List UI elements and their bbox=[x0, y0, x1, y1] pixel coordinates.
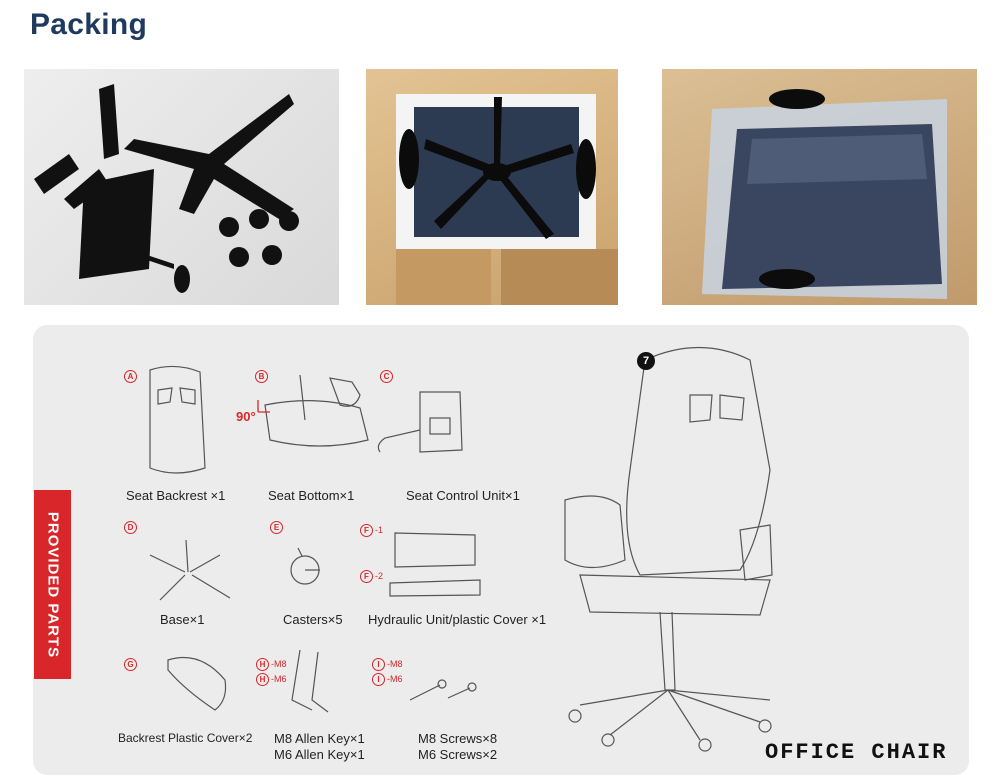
photo-box-base bbox=[366, 69, 618, 305]
step-number-badge: 7 bbox=[637, 352, 655, 370]
photo-loose-parts bbox=[24, 69, 339, 305]
product-label: OFFICE CHAIR bbox=[765, 740, 948, 765]
label-m6-screws: M6 Screws×2 bbox=[418, 747, 498, 762]
label-m8-screws: M8 Screws×8 bbox=[418, 731, 498, 746]
label-hydraulic-unit: Hydraulic Unit/plastic Cover ×1 bbox=[368, 612, 547, 627]
photo-box-backrest bbox=[662, 69, 977, 305]
tag-e: E bbox=[270, 521, 285, 534]
box-backrest-illustration bbox=[702, 89, 947, 299]
tag-a: A bbox=[124, 370, 139, 383]
label-m8-allen-key: M8 Allen Key×1 bbox=[274, 731, 365, 746]
label-base: Base×1 bbox=[160, 612, 205, 627]
label-seat-control-unit: Seat Control Unit×1 bbox=[406, 488, 520, 503]
label-seat-backrest: Seat Backrest ×1 bbox=[126, 488, 226, 503]
label-casters: Casters×5 bbox=[283, 612, 343, 627]
angle-label: 90° bbox=[236, 409, 256, 424]
label-seat-bottom: Seat Bottom×1 bbox=[268, 488, 355, 503]
tag-i-m6: I-M6 bbox=[372, 673, 403, 686]
label-backrest-plastic-cover: Backrest Plastic Cover×2 bbox=[118, 731, 253, 745]
tag-i-m8: I-M8 bbox=[372, 658, 403, 671]
label-m6-allen-key: M6 Allen Key×1 bbox=[274, 747, 365, 762]
tag-b: B bbox=[255, 370, 270, 383]
tag-f2: F-2 bbox=[360, 570, 383, 583]
tag-c: C bbox=[380, 370, 395, 383]
tag-f1: F-1 bbox=[360, 524, 383, 537]
box-base-illustration bbox=[396, 94, 618, 305]
page-title: Packing bbox=[30, 8, 148, 41]
tag-d: D bbox=[124, 521, 139, 534]
tag-h-m8: H-M8 bbox=[256, 658, 287, 671]
tag-g: G bbox=[124, 658, 139, 671]
tag-h-m6: H-M6 bbox=[256, 673, 287, 686]
provided-parts-sidebar: PROVIDED PARTS bbox=[34, 490, 71, 679]
parts-illustration bbox=[34, 84, 299, 293]
provided-parts-panel bbox=[33, 325, 969, 775]
